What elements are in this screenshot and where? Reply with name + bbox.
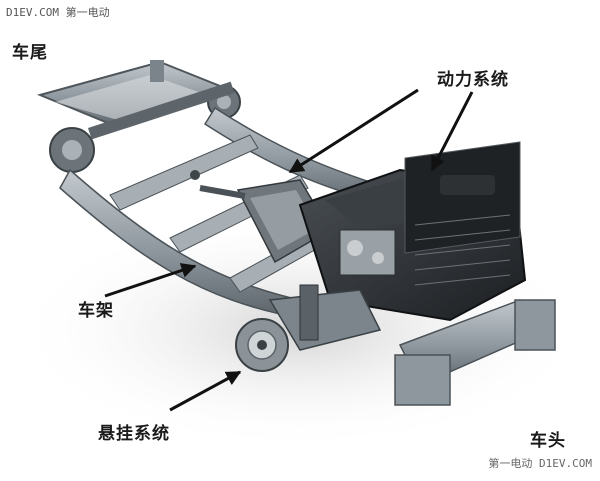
arrow-frame — [104, 263, 197, 298]
rear-subframe — [36, 60, 241, 173]
watermark-top: D1EV.COM 第一电动 — [6, 6, 110, 19]
watermark-bottom: 第一电动 D1EV.COM — [488, 457, 592, 470]
label-powertrain: 动力系统 — [437, 70, 509, 90]
front-suspension — [235, 284, 556, 406]
label-frame: 车架 — [78, 301, 114, 321]
arrow-powertrain-transmission — [288, 88, 419, 174]
arrow-powertrain-engine — [430, 91, 474, 172]
label-suspension: 悬挂系统 — [98, 424, 170, 444]
callout-arrows — [104, 88, 474, 412]
arrow-suspension — [169, 370, 242, 412]
label-rear: 车尾 — [12, 43, 48, 63]
label-front: 车头 — [530, 431, 566, 451]
